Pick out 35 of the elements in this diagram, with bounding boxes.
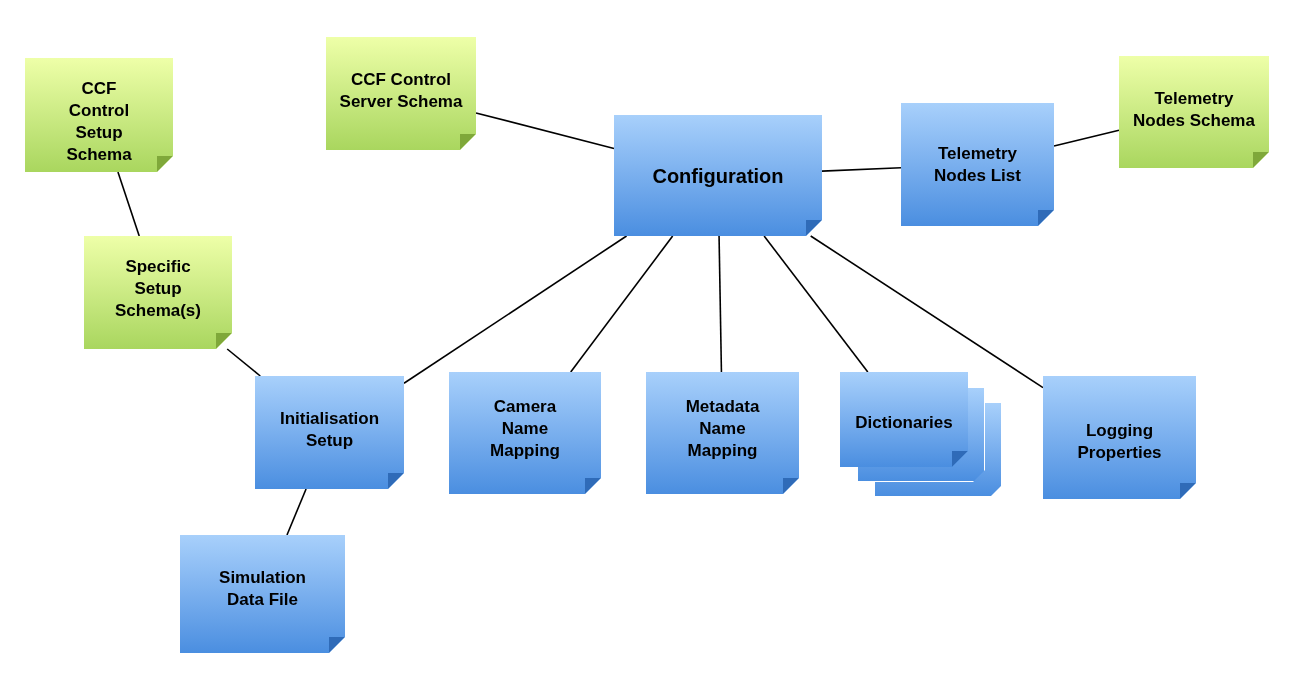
- note-label: Configuration: [652, 164, 784, 187]
- note-label: Logging Properties: [1076, 420, 1163, 464]
- connector-line: [763, 235, 869, 373]
- note-label: Initialisation Setup: [278, 408, 381, 452]
- sticky-note: [326, 37, 476, 150]
- connector-line: [403, 235, 628, 385]
- connector-line: [226, 348, 262, 377]
- connector-line: [117, 171, 140, 237]
- connector-line: [1053, 129, 1120, 147]
- connector-line: [569, 235, 674, 373]
- sticky-note: [449, 372, 601, 494]
- note-label: Telemetry Nodes List: [933, 142, 1022, 187]
- connector-line: [809, 235, 1044, 389]
- note-label: Simulation Data File: [218, 567, 307, 611]
- sticky-note: [1119, 56, 1269, 168]
- connector-line: [475, 112, 615, 150]
- note-label: Specific Setup Schema(s): [114, 256, 202, 322]
- note-label: Dictionaries: [855, 412, 953, 434]
- sticky-note: [84, 236, 232, 349]
- connector-line: [821, 166, 902, 172]
- sticky-note: [255, 376, 404, 489]
- note-label: CCF Control Server Schema: [338, 69, 464, 113]
- sticky-note: [180, 535, 345, 653]
- sticky-note: [614, 115, 822, 236]
- sticky-note: [25, 58, 173, 172]
- connector-line: [286, 488, 307, 536]
- note-label: CCF Control Setup Schema: [65, 78, 133, 166]
- sticky-note: [646, 372, 799, 494]
- note-label: Metadata Name Mapping: [684, 396, 761, 462]
- connector-line: [718, 235, 723, 373]
- note-label: Camera Name Mapping: [489, 396, 561, 462]
- sticky-note: [1043, 376, 1196, 499]
- sticky-note: [901, 103, 1054, 226]
- note-label: Telemetry Nodes Schema: [1132, 88, 1256, 132]
- sticky-note: [840, 372, 968, 467]
